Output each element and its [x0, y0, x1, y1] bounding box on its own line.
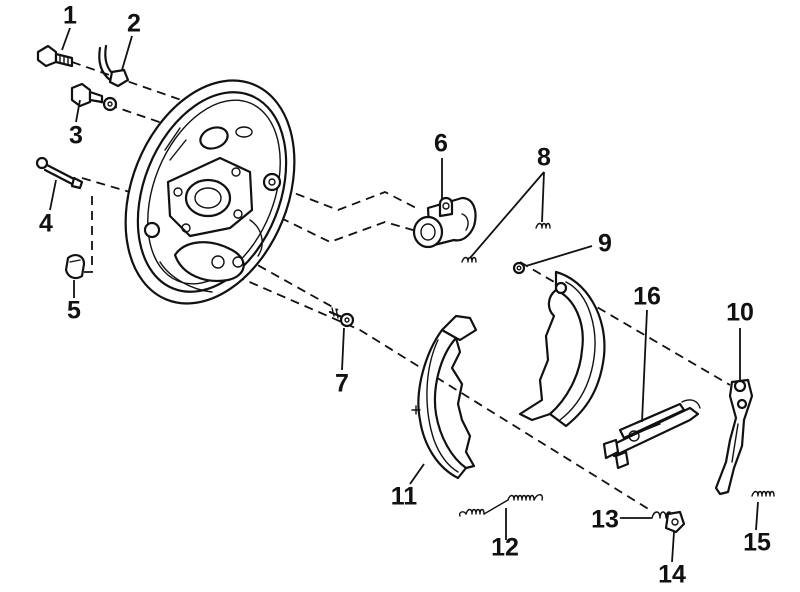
callout-8: 8	[537, 143, 551, 172]
spring-part-12	[458, 494, 544, 517]
bolt-part-1	[36, 44, 74, 68]
callout-2: 2	[127, 9, 141, 38]
callout-5: 5	[67, 296, 81, 325]
callout-6: 6	[434, 129, 448, 158]
retainer-cup-part-14	[664, 510, 686, 534]
washer-part-9	[512, 261, 526, 275]
brake-shoe-right	[518, 270, 606, 428]
callout-14: 14	[658, 560, 686, 589]
brake-backing-plate	[124, 79, 296, 305]
leader-lines	[49, 27, 759, 563]
callout-13: 13	[591, 505, 619, 534]
callout-7: 7	[335, 369, 349, 398]
callout-1: 1	[63, 1, 77, 30]
adjuster-strut-part-16	[602, 399, 701, 470]
lever-part-10	[714, 378, 754, 496]
callout-4: 4	[39, 209, 53, 238]
bleeder-part-2	[98, 44, 130, 88]
brake-shoe-part-11	[411, 314, 478, 480]
callout-9: 9	[598, 229, 612, 258]
callout-15: 15	[743, 528, 771, 557]
callout-10: 10	[726, 298, 754, 327]
callout-11: 11	[390, 482, 418, 511]
pin-part-4	[35, 156, 84, 190]
callout-12: 12	[491, 533, 519, 562]
wheel-cylinder-part-6	[412, 196, 477, 249]
springs-part-8	[461, 222, 551, 263]
callout-3: 3	[69, 121, 83, 150]
plug-part-5	[64, 254, 86, 280]
callout-16: 16	[633, 282, 661, 311]
spring-part-15	[751, 490, 775, 497]
bolt-part-3	[70, 82, 118, 112]
screw-part-7	[328, 307, 355, 328]
hold-down-spring-part-13	[651, 511, 673, 519]
